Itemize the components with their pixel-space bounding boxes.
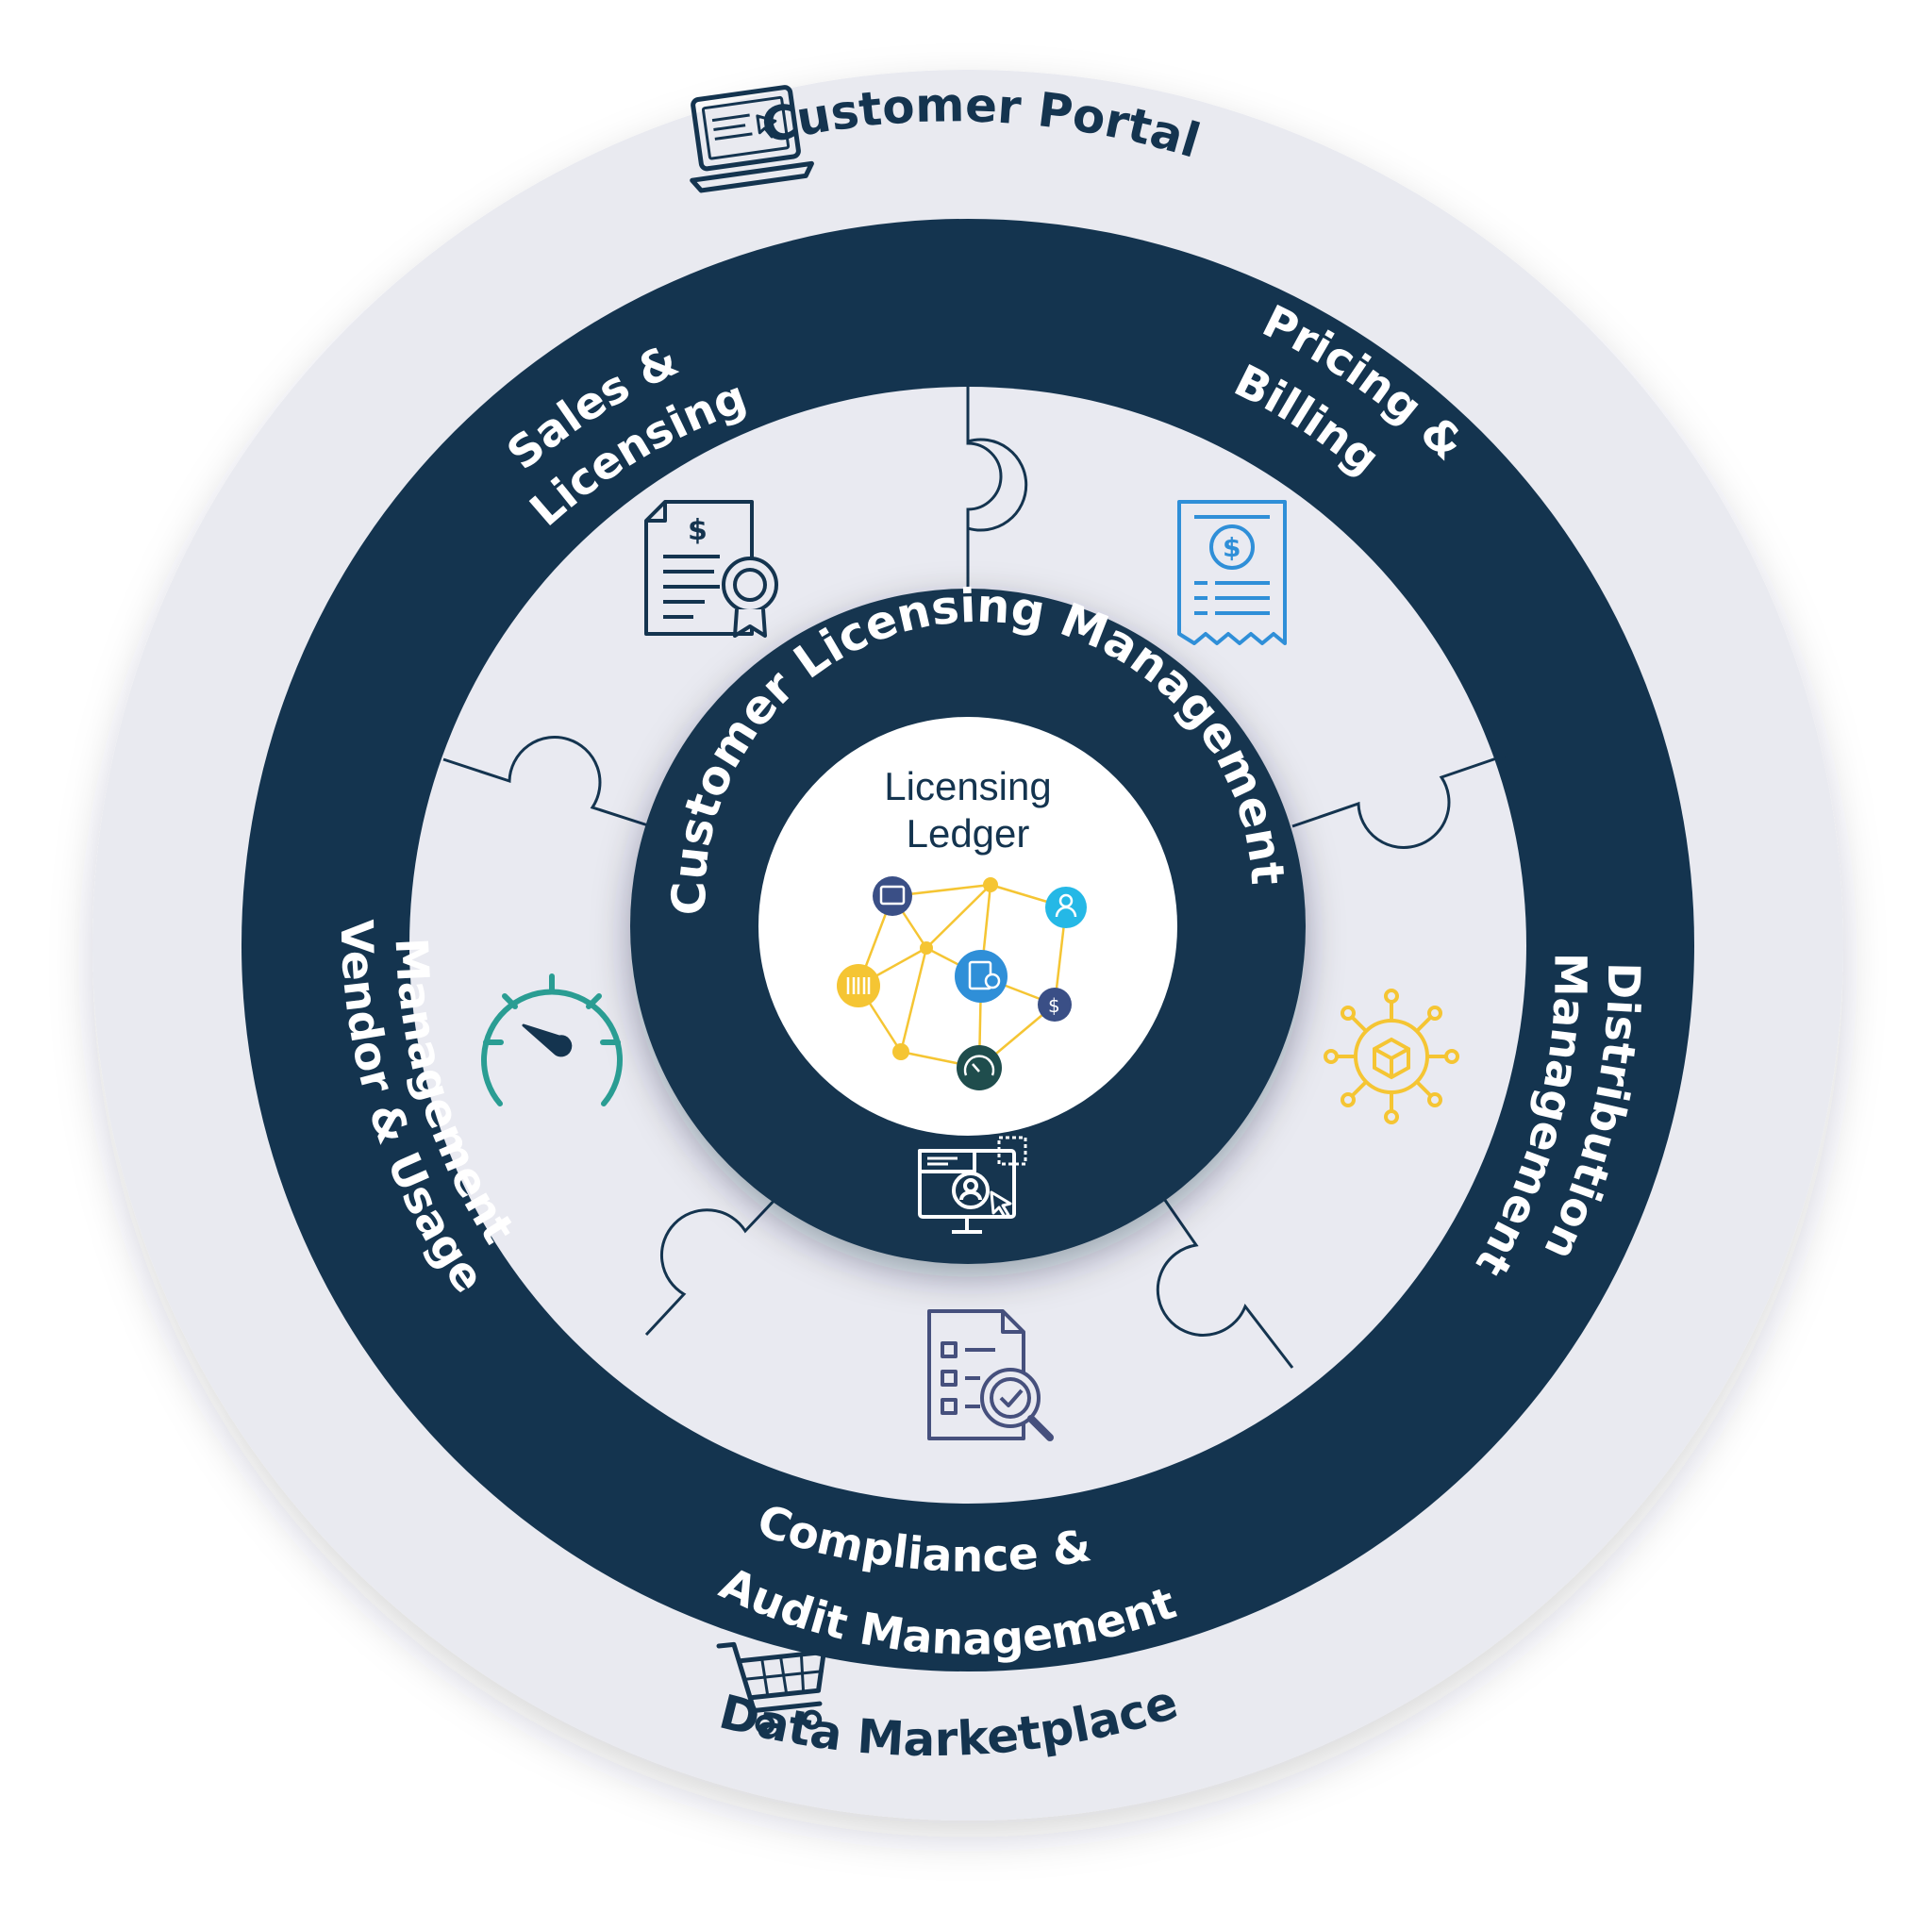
ledger-nodes: $	[837, 876, 1087, 1090]
shopping-cart-icon	[716, 1641, 826, 1735]
ledger-title-line2: Ledger	[907, 811, 1030, 856]
svg-text:$: $	[1223, 532, 1241, 563]
audit-checklist-icon	[927, 1309, 1054, 1441]
ledger-center	[758, 717, 1177, 1136]
svg-text:$: $	[1048, 994, 1060, 1017]
package-network-icon	[1324, 989, 1459, 1124]
invoice-receipt-icon: $	[1177, 500, 1287, 645]
laptop-icon	[690, 85, 814, 193]
svg-text:$: $	[688, 514, 708, 547]
user-monitor-icon	[918, 1136, 1027, 1234]
certificate-document-icon: $	[644, 500, 778, 638]
speedometer-gauge-icon	[481, 973, 623, 1106]
puzzle-dividers	[442, 387, 1508, 1369]
ledger-title-line1: Licensing	[884, 764, 1051, 808]
